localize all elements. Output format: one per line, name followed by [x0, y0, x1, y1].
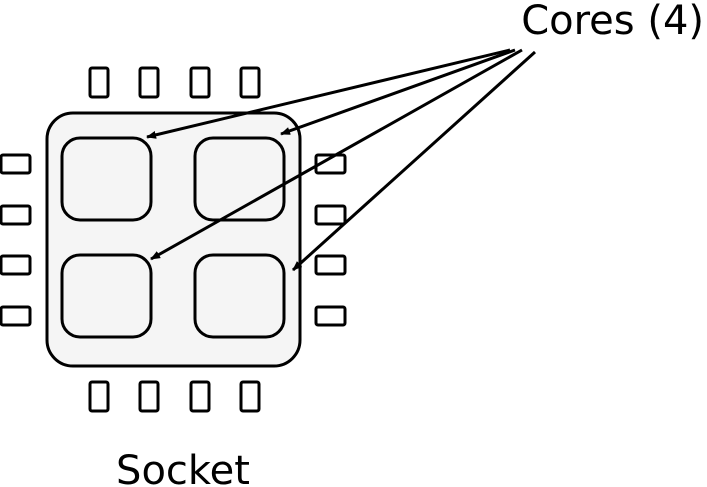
core-top-right — [193, 136, 286, 222]
pin — [314, 254, 347, 276]
pin — [189, 66, 211, 99]
bottom-pins — [88, 380, 261, 413]
top-pins — [88, 66, 261, 99]
pin — [314, 204, 347, 226]
pin — [88, 66, 110, 99]
arrow-to-core-bottom-left — [150, 48, 523, 261]
pin — [138, 66, 160, 99]
pin — [239, 66, 261, 99]
cores-label: Cores (4) — [521, 0, 704, 44]
arrow-to-core-top-right — [280, 48, 516, 136]
core-top-left — [60, 136, 153, 222]
pin — [314, 153, 347, 175]
core-bottom-left — [60, 253, 153, 339]
left-pins — [0, 153, 32, 327]
core-arrows — [146, 48, 537, 272]
pin — [0, 305, 32, 327]
pin — [239, 380, 261, 413]
pin — [0, 254, 32, 276]
pin — [314, 305, 347, 327]
pin — [0, 204, 32, 226]
right-pins — [314, 153, 347, 327]
arrow-to-core-bottom-right — [291, 50, 537, 272]
pin — [88, 380, 110, 413]
socket-label: Socket — [116, 448, 250, 487]
arrow-to-core-top-left — [146, 48, 511, 139]
core-bottom-right — [193, 253, 286, 339]
pin — [0, 153, 32, 175]
pin — [138, 380, 160, 413]
pin — [189, 380, 211, 413]
